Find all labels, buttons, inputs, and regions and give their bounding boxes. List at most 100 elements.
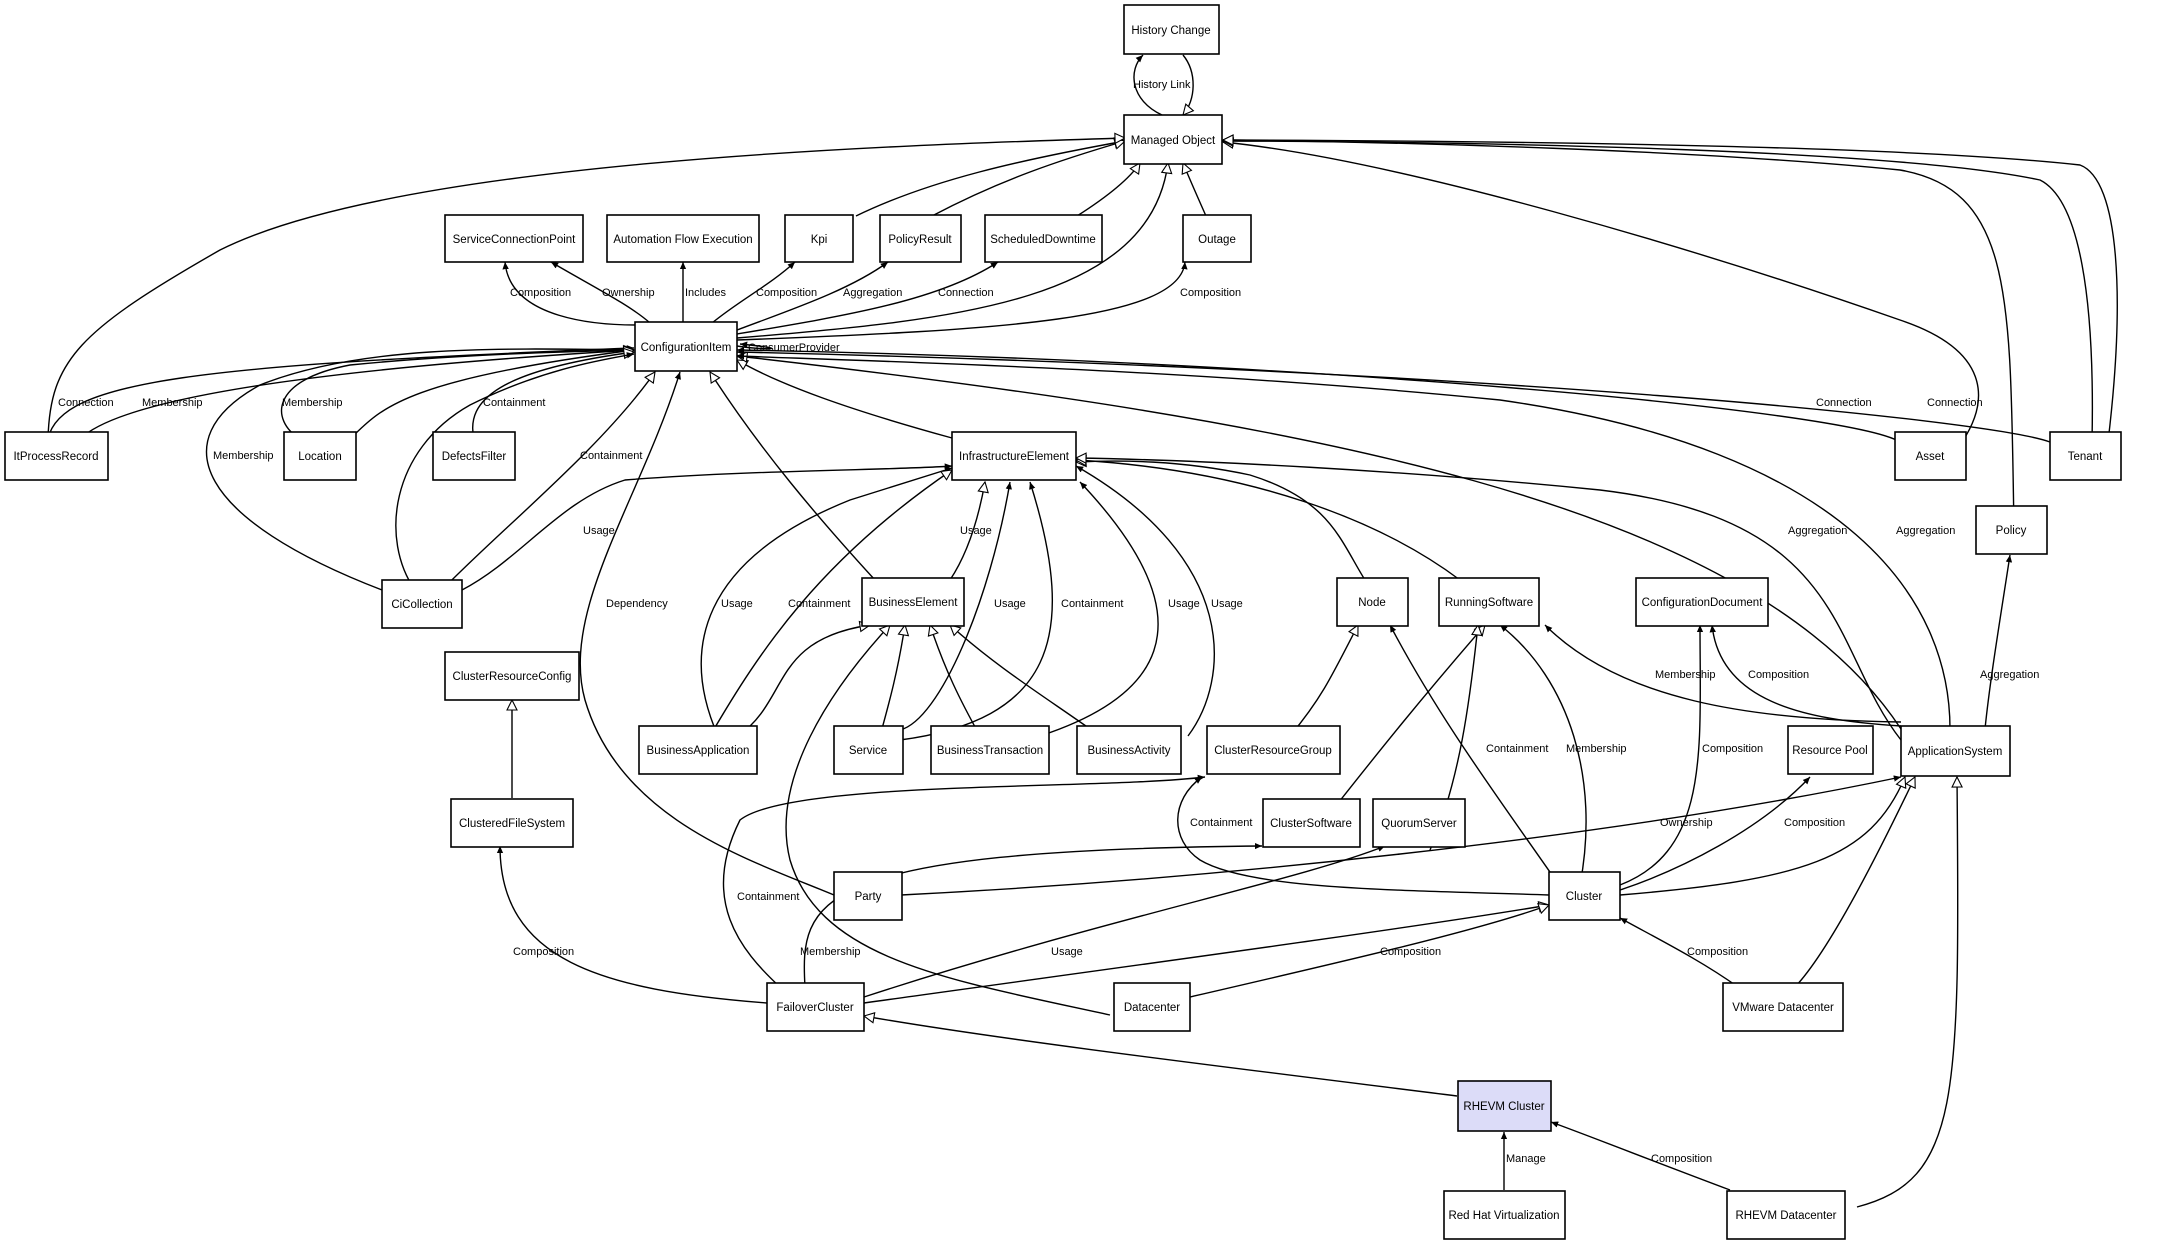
svg-text:Asset: Asset [1916,451,1946,463]
node-outage[interactable]: Outage [1182,214,1252,263]
svg-text:ServiceConnectionPoint: ServiceConnectionPoint [453,234,577,246]
node-cluster-resource-config[interactable]: ClusterResourceConfig [444,651,580,701]
edge-label-appsystem-configdoc-composition: Composition [1748,669,1809,681]
svg-text:ScheduledDowntime: ScheduledDowntime [990,234,1095,246]
edge-label-ci-afe-includes: Includes [685,287,726,299]
node-policy-result[interactable]: PolicyResult [879,214,962,263]
node-cluster[interactable]: Cluster [1548,871,1621,921]
node-tenant[interactable]: Tenant [2049,431,2122,481]
node-quorum-server[interactable]: QuorumServer [1372,798,1466,848]
edge-ci-left: Connection Membership Membership Members… [47,348,953,896]
svg-text:ConfigurationDocument: ConfigurationDocument [1642,597,1764,609]
node-node[interactable]: Node [1336,577,1409,627]
node-service-connection-point[interactable]: ServiceConnectionPoint [444,214,584,263]
svg-text:BusinessElement: BusinessElement [869,597,959,609]
edge-label-appsystem-aggregation-2: Aggregation [1896,525,1955,537]
edge-label-ci-scp-ownership: Ownership [602,287,655,299]
edge-label-cluster-node-containment: Containment [1486,743,1548,755]
node-automation-flow-execution[interactable]: Automation Flow Execution [606,214,760,263]
node-kpi[interactable]: Kpi [784,214,854,263]
svg-text:FailoverCluster: FailoverCluster [776,1002,853,1014]
edge-label-cluster-runningsoftware-membership: Membership [1566,743,1627,755]
edge-ci-right: Connection Connection Aggregation Aggreg… [737,346,2051,730]
node-vmware-datacenter[interactable]: VMware Datacenter [1722,982,1844,1032]
node-red-hat-virtualization[interactable]: Red Hat Virtualization [1443,1190,1566,1240]
svg-text:BusinessTransaction: BusinessTransaction [937,745,1043,757]
node-history-change[interactable]: History Change [1123,4,1220,55]
svg-text:PolicyResult: PolicyResult [888,234,952,246]
svg-text:Tenant: Tenant [2068,451,2103,463]
svg-text:RHEVM Cluster: RHEVM Cluster [1463,1101,1544,1113]
svg-text:Red Hat Virtualization: Red Hat Virtualization [1448,1210,1559,1222]
node-configuration-document[interactable]: ConfigurationDocument [1635,577,1769,627]
node-it-process-record[interactable]: ItProcessRecord [4,431,109,481]
node-location[interactable]: Location [283,431,357,481]
node-rhevm-datacenter[interactable]: RHEVM Datacenter [1726,1190,1846,1240]
node-business-activity[interactable]: BusinessActivity [1076,725,1182,775]
edge-label-businessapp-containment: Containment [788,598,850,610]
edge-label-vmware-cluster-composition: Composition [1687,946,1748,958]
edge-label-rhevmdc-rhevm-composition: Composition [1651,1153,1712,1165]
svg-text:Node: Node [1358,597,1386,609]
node-defects-filter[interactable]: DefectsFilter [432,431,516,481]
edge-label-cluster-crgroup-containment: Containment [1190,817,1252,829]
edge-history-link: History Link [1133,54,1193,115]
edge-label-itprocess-connection: Connection [58,397,114,409]
node-business-transaction[interactable]: BusinessTransaction [930,725,1050,775]
edge-label-failover-quorum-usage: Usage [1051,946,1083,958]
svg-text:QuorumServer: QuorumServer [1381,818,1457,830]
edge-label-cluster-resourcepool-composition: Composition [1784,817,1845,829]
edge-label-cicollection-usage: Usage [583,525,615,537]
node-business-element[interactable]: BusinessElement [861,577,965,627]
node-clustered-file-system[interactable]: ClusteredFileSystem [450,798,574,848]
edge-label-itprocess-membership: Membership [142,397,203,409]
node-asset[interactable]: Asset [1894,431,1967,481]
node-business-application[interactable]: BusinessApplication [638,725,758,775]
edge-label-appsystem-aggregation-1: Aggregation [1788,525,1847,537]
edge-label-businessapp-usage: Usage [721,598,753,610]
edge-label-party-dependency: Dependency [606,598,668,610]
edge-label-ci-scheduled-connection: Connection [938,287,994,299]
node-rhevm-cluster[interactable]: RHEVM Cluster [1457,1080,1552,1132]
edge-inherit-managed [47,138,2118,531]
svg-text:Policy: Policy [1996,525,2027,537]
node-ci-collection[interactable]: CiCollection [381,579,463,629]
node-resource-pool[interactable]: Resource Pool [1787,725,1874,775]
node-failover-cluster[interactable]: FailoverCluster [766,982,865,1032]
node-cluster-resource-group[interactable]: ClusterResourceGroup [1206,725,1341,775]
edge-label-datacenter-cluster-composition: Composition [1380,946,1441,958]
svg-text:Service: Service [849,745,887,757]
svg-text:Datacenter: Datacenter [1124,1002,1180,1014]
svg-text:CiCollection: CiCollection [391,599,452,611]
svg-text:RHEVM Datacenter: RHEVM Datacenter [1736,1210,1837,1222]
svg-text:BusinessActivity: BusinessActivity [1087,745,1170,757]
node-service[interactable]: Service [833,725,904,775]
node-party[interactable]: Party [833,871,903,921]
svg-text:RunningSoftware: RunningSoftware [1445,597,1533,609]
edge-mid-right: Containment Membership Membership Compos… [900,554,2039,1208]
edge-label-defects-containment: Containment [483,397,545,409]
edge-label-cicollection-containment: Containment [580,450,642,462]
node-datacenter[interactable]: Datacenter [1113,982,1191,1032]
svg-text:History Change: History Change [1131,25,1210,37]
node-managed-object[interactable]: Managed Object [1123,114,1223,165]
svg-text:Automation Flow Execution: Automation Flow Execution [613,234,752,246]
svg-text:BusinessApplication: BusinessApplication [647,745,750,757]
edge-label-ci-policyresult-aggregation: Aggregation [843,287,902,299]
svg-text:ClusterResourceGroup: ClusterResourceGroup [1214,745,1332,757]
node-configuration-item[interactable]: ConfigurationItem [634,321,738,372]
edge-label-failover-crgroup-containment: Containment [737,891,799,903]
node-cluster-software[interactable]: ClusterSoftware [1262,798,1361,848]
node-application-system[interactable]: ApplicationSystem [1900,725,2011,777]
svg-text:VMware Datacenter: VMware Datacenter [1732,1002,1834,1014]
edge-businesselement [737,625,1111,1016]
node-infrastructure-element[interactable]: InfrastructureElement [951,431,1077,481]
edge-label-ci-kpi-composition: Composition [756,287,817,299]
node-running-software[interactable]: RunningSoftware [1438,577,1540,627]
node-scheduled-downtime[interactable]: ScheduledDowntime [984,214,1103,263]
svg-text:Resource Pool: Resource Pool [1792,745,1867,757]
node-policy[interactable]: Policy [1975,505,2048,555]
edge-label-appsystem-runningsoftware-membership: Membership [1655,669,1716,681]
edge-label-cicollection-membership: Membership [213,450,274,462]
